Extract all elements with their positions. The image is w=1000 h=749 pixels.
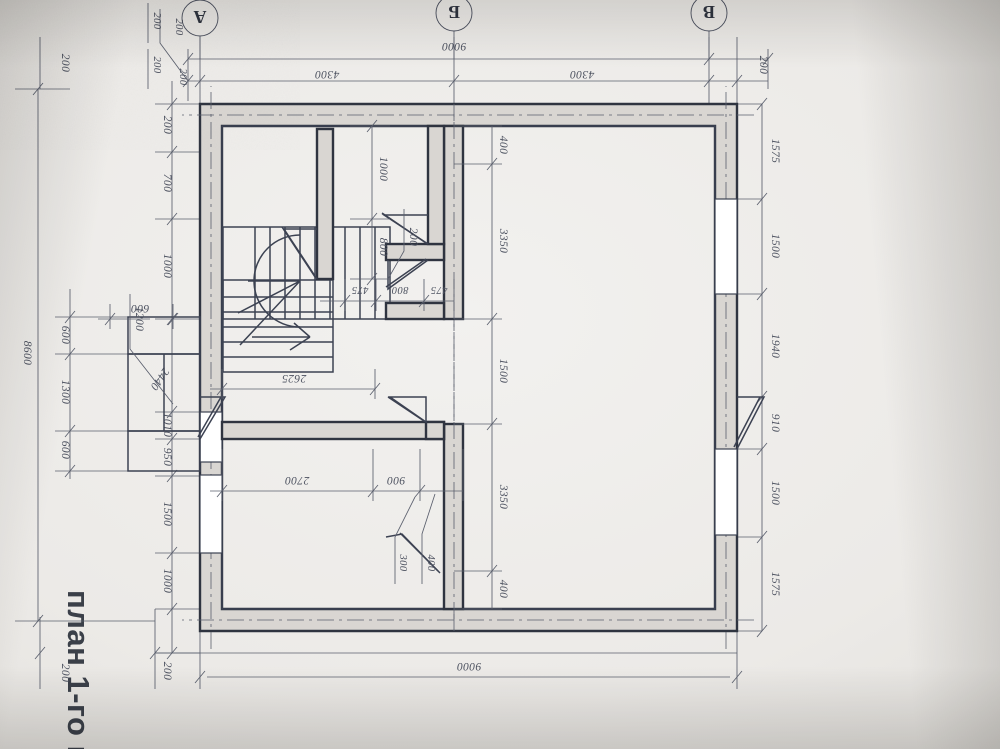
dim-bottom-1: 200 <box>757 56 769 74</box>
dim-right-9: 200 <box>161 116 173 134</box>
dim-stair-off-1: 475 <box>431 284 448 295</box>
leader-callouts-upper <box>394 493 436 584</box>
door-lower-right <box>281 226 318 280</box>
axis-bubble-v-circle[interactable] <box>690 0 728 32</box>
dim-overall-top: 9000 <box>457 660 482 672</box>
wall-centre-lines <box>182 86 754 649</box>
dim-right-3: 1500 <box>161 502 173 527</box>
partition-upper-horizontal <box>220 420 446 441</box>
window-openings-right <box>199 411 223 554</box>
partition-lower <box>315 124 446 321</box>
dim-left-2: 1500 <box>769 481 781 506</box>
dim-stair-off-2: 800 <box>391 284 408 295</box>
dim-right-1: 200 <box>161 662 173 680</box>
dim-left-4: 1940 <box>769 334 781 359</box>
dim-right-8: 700 <box>161 174 173 192</box>
door-room-upper-right <box>385 532 441 574</box>
door-right-exterior <box>197 396 227 440</box>
axis-bubble-a-label: А <box>194 7 207 27</box>
dim-right-outer-4: 600 <box>59 326 71 344</box>
dim-right-7: 1000 <box>161 254 173 279</box>
dim-right-outer-2: 600 <box>59 441 71 459</box>
leader-right-exterior <box>98 294 179 405</box>
window-openings-left <box>714 198 738 536</box>
dim-stair-off-3: 475 <box>352 284 369 295</box>
dim-lower-v-2: 1000 <box>377 157 389 182</box>
leader-300: 300 <box>397 554 408 572</box>
dim-interior-h-2: 2700 <box>285 474 310 486</box>
dim-right-outer-5: 200 <box>59 54 71 72</box>
dim-left-1: 1575 <box>769 572 781 597</box>
wall-inner-outline <box>221 125 716 610</box>
leader-400: 400 <box>425 555 436 572</box>
dim-right-2: 1000 <box>161 569 173 594</box>
dim-right-outer-3: 1300 <box>59 380 71 405</box>
dim-right-outer-1: 200 <box>59 664 71 682</box>
interior-vertical-dims <box>454 125 502 610</box>
dim-bottom-outer-1: 200 <box>151 57 162 74</box>
dim-bottom-2: 4300 <box>570 68 595 80</box>
dim-interior-v-1: 400 <box>497 580 509 598</box>
dim-left-5: 1500 <box>769 234 781 259</box>
dim-stair-width: 2625 <box>282 372 307 384</box>
dim-interior-v-4: 3350 <box>497 228 509 254</box>
leader-600: 600 <box>131 302 149 314</box>
door-left-entry <box>733 396 766 450</box>
partition-central <box>442 109 465 619</box>
lower-vertical-dims <box>350 119 405 286</box>
dim-bottom-outer-2: 200 <box>151 13 162 30</box>
staircase <box>222 226 391 373</box>
stair-dim <box>210 369 381 399</box>
axis-bubble-b-circle[interactable] <box>435 0 473 32</box>
dim-left-6: 1575 <box>769 139 781 164</box>
exterior-walls <box>198 102 739 633</box>
dimension-ticks <box>32 52 774 684</box>
leader-200: 200 <box>407 228 419 246</box>
dim-interior-v-2: 3350 <box>497 484 509 510</box>
axis-bubble-v-label: В <box>703 2 715 22</box>
dim-right-6: 2440 <box>147 365 171 392</box>
dim-right-5: 1010 <box>161 413 173 438</box>
dim-interior-v-3: 1500 <box>497 359 509 384</box>
interior-top-horizontal-dims <box>210 449 464 501</box>
door-upper-hall <box>387 396 446 441</box>
stair-offset-dims <box>320 279 455 311</box>
dim-right-4: 950 <box>161 448 173 466</box>
door-lower-left <box>385 258 429 291</box>
exterior-porch <box>127 316 201 472</box>
dim-interior-v-5: 400 <box>497 136 509 154</box>
axis-bubble-b-label: Б <box>448 2 460 22</box>
dim-bottom-3: 4300 <box>315 68 340 80</box>
dim-lower-v-1: 800 <box>377 238 389 256</box>
dim-bottom-4: 200 <box>177 69 188 86</box>
dim-left-3: 910 <box>769 414 781 432</box>
dim-interior-h-1: 900 <box>387 474 405 486</box>
leader-1200: 1200 <box>133 307 145 332</box>
dim-overall-right: 8600 <box>21 341 33 366</box>
